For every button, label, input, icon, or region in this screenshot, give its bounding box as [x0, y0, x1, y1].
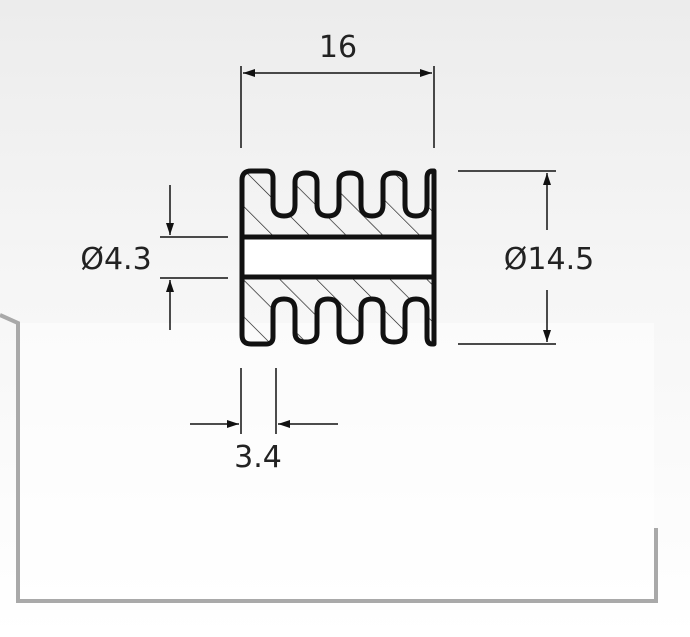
dimension-label-outer-diameter: Ø14.5	[504, 242, 594, 277]
dimension-label-bore-diameter: Ø4.3	[80, 242, 151, 277]
part-bore	[239, 234, 437, 280]
part-upper-section	[239, 168, 437, 240]
dimension-label-flange-thickness: 3.4	[234, 440, 282, 475]
part-lower-section	[239, 274, 437, 347]
dimension-label-width: 16	[319, 30, 357, 65]
sheet-frame	[0, 313, 658, 603]
sheet-frame-inner	[20, 323, 654, 599]
